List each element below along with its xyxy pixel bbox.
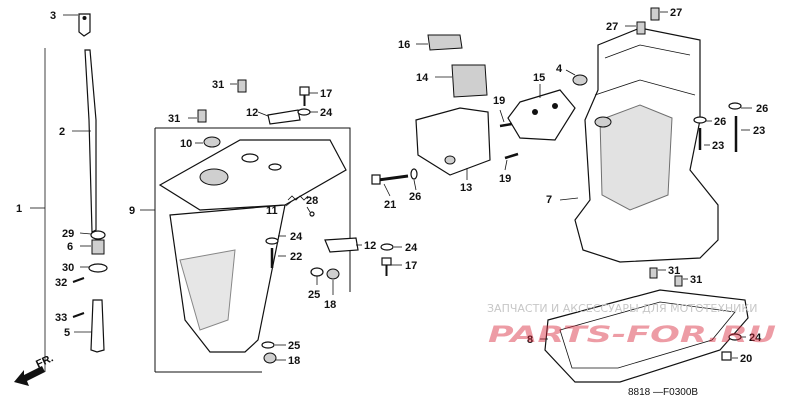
- callout-24: 24: [405, 242, 418, 254]
- callout-16: 16: [398, 39, 410, 51]
- callout-31: 31: [690, 274, 702, 286]
- callout-18: 18: [288, 355, 300, 367]
- part-12-clip: [324, 237, 359, 253]
- callout-33: 33: [55, 312, 67, 324]
- under-cover-group: [540, 267, 749, 383]
- part-13-mount-housing: [415, 107, 491, 176]
- part-16-rubber-mount: [427, 34, 463, 51]
- callout-2: 2: [59, 126, 65, 138]
- callout-24: 24: [290, 231, 303, 243]
- part-5-lower-shift-rod: [90, 299, 105, 353]
- callout-18: 18: [324, 299, 336, 311]
- callout-22: 22: [290, 251, 302, 263]
- front-arrow-icon: [14, 366, 45, 386]
- callout-10: 10: [180, 138, 192, 150]
- part-8-under-cover: [544, 289, 749, 383]
- callout-30: 30: [62, 262, 74, 274]
- callout-31: 31: [668, 265, 680, 277]
- callout-12: 12: [364, 240, 376, 252]
- callout-32: 32: [55, 277, 67, 289]
- part-15-mount-plate: [507, 89, 576, 141]
- callout-5: 5: [64, 327, 70, 339]
- part-6-collar: [91, 239, 105, 255]
- callout-7: 7: [546, 194, 552, 206]
- callout-26: 26: [409, 191, 421, 203]
- part-4-grommet: [572, 74, 588, 86]
- callout-27: 27: [670, 7, 682, 19]
- callout-19: 19: [499, 173, 511, 185]
- callout-24: 24: [749, 332, 762, 344]
- callout-8: 8: [527, 334, 533, 346]
- callout-23: 23: [753, 125, 765, 137]
- oil-case-group: [559, 7, 752, 263]
- callout-6: 6: [67, 241, 73, 253]
- part-27-cap: [636, 21, 646, 35]
- front-direction-indicator: FR.: [14, 352, 55, 386]
- part-29-grommet: [90, 230, 106, 240]
- part-14-rubber-mount: [451, 64, 488, 98]
- callout-26: 26: [714, 116, 726, 128]
- callout-25: 25: [308, 289, 320, 301]
- shift-rod-assembly: [30, 13, 108, 372]
- part-17-bolt: [299, 86, 310, 96]
- part-31-dowel-pin: [197, 109, 207, 123]
- callout-1: 1: [16, 203, 22, 215]
- callout-28: 28: [306, 195, 318, 207]
- callout-31: 31: [168, 113, 180, 125]
- diagram-code: 8818 —F0300B: [628, 387, 698, 398]
- callout-15: 15: [533, 72, 545, 84]
- callout-19: 19: [493, 95, 505, 107]
- callout-9: 9: [129, 205, 135, 217]
- part-30-washer: [88, 263, 108, 273]
- callout-13: 13: [460, 182, 472, 194]
- front-label: FR.: [34, 352, 55, 370]
- callout-3: 3: [50, 10, 56, 22]
- callout-25: 25: [288, 340, 300, 352]
- callout-29: 29: [62, 228, 74, 240]
- callout-12: 12: [246, 107, 258, 119]
- callout-11: 11: [266, 205, 278, 217]
- callout-14: 14: [416, 72, 429, 84]
- part-24-washer: [297, 108, 311, 116]
- callout-4: 4: [556, 63, 563, 75]
- callout-17: 17: [320, 88, 332, 100]
- callout-17: 17: [405, 260, 417, 272]
- callout-labels: 3 2 1 29 6 30 32 33 5 31 31 10 12 17 24 …: [16, 7, 768, 367]
- part-2-shift-rod: [84, 49, 97, 233]
- callout-26: 26: [756, 103, 768, 115]
- callout-31: 31: [212, 79, 224, 91]
- watermark-text: ЗАПЧАСТИ И АКСЕССУАРЫ ДЛЯ МОТОТЕХНИКИ: [487, 302, 757, 315]
- callout-23: 23: [712, 140, 724, 152]
- part-24-washer: [265, 237, 279, 245]
- callout-21: 21: [384, 199, 396, 211]
- part-9-extension-case-plate: [158, 139, 347, 211]
- watermark-brand: PARTS-FOR.RU: [488, 323, 776, 348]
- part-3-rod-end: [78, 13, 91, 37]
- part-10-collar: [203, 136, 221, 148]
- callout-27: 27: [606, 21, 618, 33]
- callout-20: 20: [740, 353, 752, 365]
- part-12-clip: [267, 109, 301, 125]
- extension-case-group: [140, 79, 402, 373]
- mount-group: [371, 34, 588, 197]
- part-31-dowel-pin: [237, 79, 247, 93]
- part-27-cap: [650, 7, 660, 21]
- callout-24: 24: [320, 107, 333, 119]
